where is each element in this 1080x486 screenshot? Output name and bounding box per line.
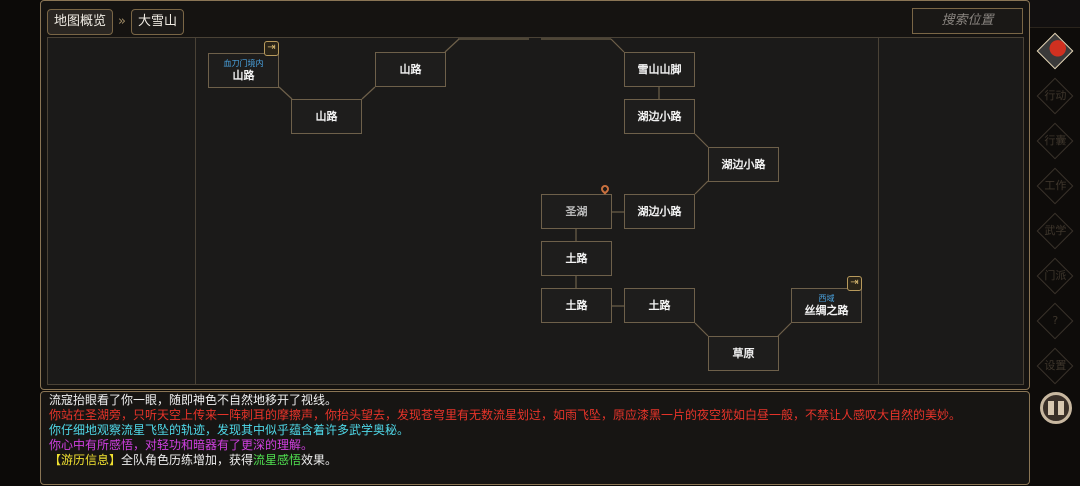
menu-label: 行囊 (1044, 134, 1067, 148)
log-line: 【游历信息】全队角色历练增加，获得流星感悟效果。 (49, 453, 1021, 468)
exit-icon[interactable]: ⇥ (847, 276, 862, 291)
node-region: 西域 (818, 294, 835, 303)
log-text: 效果。 (301, 453, 338, 467)
map-node[interactable]: 西域丝绸之路 (791, 288, 862, 323)
map-divider (878, 38, 879, 384)
side-menu: 行动行囊工作武学门派? 设置 (1030, 0, 1080, 486)
side-menu-item[interactable]: 武学 (1036, 212, 1074, 250)
map-node[interactable]: 雪山山脚 (624, 52, 695, 87)
log-line: 你站在圣湖旁，只听天空上传来一阵刺耳的摩擦声，你抬头望去，发现苍穹里有无数流星划… (49, 408, 962, 422)
side-menu-item[interactable]: 行动 (1036, 77, 1074, 115)
node-region: 血刀门境内 (223, 59, 264, 68)
breadcrumb-map-overview[interactable]: 地图概览 (47, 9, 114, 35)
node-name: 山路 (232, 69, 255, 82)
side-menu-item[interactable]: 门派 (1036, 257, 1074, 295)
breadcrumb-current[interactable]: 大雪山 (130, 9, 184, 35)
node-name: 土路 (565, 299, 588, 312)
log-line: 流寇抬眼看了你一眼，随即神色不自然地移开了视线。 (49, 393, 338, 407)
menu-label: 门派 (1044, 269, 1067, 283)
map-links (278, 38, 792, 337)
menu-label: 工作 (1044, 179, 1067, 193)
menu-label: 设置 (1044, 359, 1067, 373)
map-node[interactable]: 圣湖 (541, 194, 612, 229)
side-menu-item[interactable]: 行囊 (1036, 122, 1074, 160)
node-name: 山路 (399, 63, 422, 76)
map-node[interactable]: 土路 (624, 288, 695, 323)
map-node[interactable]: 湖边小路 (624, 194, 695, 229)
node-name: 山路 (315, 110, 338, 123)
map-node[interactable]: 草原 (708, 336, 779, 371)
map-divider (195, 38, 196, 384)
node-name: 湖边小路 (637, 110, 682, 123)
map-node[interactable]: 血刀门境内山路 (208, 53, 279, 88)
map-node[interactable]: 土路 (541, 241, 612, 276)
node-name: 草原 (732, 347, 755, 360)
pause-button[interactable] (1040, 392, 1072, 424)
log-highlight: 流星感悟 (253, 453, 302, 467)
side-menu-item[interactable]: ? (1036, 302, 1074, 340)
menu-label: 行动 (1044, 89, 1067, 103)
menu-label: ? (1052, 314, 1059, 328)
node-name: 雪山山脚 (637, 63, 682, 76)
side-top-box (1030, 0, 1080, 28)
exit-icon[interactable]: ⇥ (264, 41, 279, 56)
message-log[interactable]: 流寇抬眼看了你一眼，随即神色不自然地移开了视线。你站在圣湖旁，只听天空上传来一阵… (40, 391, 1030, 485)
breadcrumb-separator-icon: » (118, 14, 126, 29)
map-canvas[interactable]: 血刀门境内山路⇥山路山路雪山山脚湖边小路湖边小路圣湖湖边小路土路土路土路草原西域… (47, 37, 1024, 385)
node-name: 丝绸之路 (804, 304, 849, 317)
map-panel: 地图概览 » 大雪山 搜索位置 血刀门境内山路⇥山路山路雪山山脚湖边小路湖边小路… (40, 0, 1030, 390)
map-node[interactable]: 山路 (375, 52, 446, 87)
log-tag: 【游历信息】 (49, 453, 122, 467)
node-name: 圣湖 (565, 205, 588, 218)
node-name: 土路 (565, 252, 588, 265)
map-node[interactable]: 湖边小路 (624, 99, 695, 134)
node-name: 湖边小路 (721, 158, 766, 171)
side-menu-item[interactable] (1036, 32, 1074, 70)
log-text: 全队角色历练增加，获得 (121, 453, 254, 467)
map-node[interactable]: 湖边小路 (708, 147, 779, 182)
menu-label: 武学 (1044, 224, 1067, 238)
map-node[interactable]: 土路 (541, 288, 612, 323)
log-line: 你心中有所感悟，对轻功和暗器有了更深的理解。 (49, 438, 314, 452)
side-menu-item[interactable]: 设置 (1036, 347, 1074, 385)
map-node[interactable]: 山路 (291, 99, 362, 134)
return-arrow-icon (1043, 39, 1068, 63)
side-menu-item[interactable]: 工作 (1036, 167, 1074, 205)
node-name: 土路 (648, 299, 671, 312)
log-line: 你仔细地观察流星飞坠的轨迹，发现其中似乎蕴含着许多武学奥秘。 (49, 423, 410, 437)
search-location-input[interactable]: 搜索位置 (912, 8, 1023, 34)
node-name: 湖边小路 (637, 205, 682, 218)
breadcrumb: 地图概览 » 大雪山 (47, 9, 184, 35)
